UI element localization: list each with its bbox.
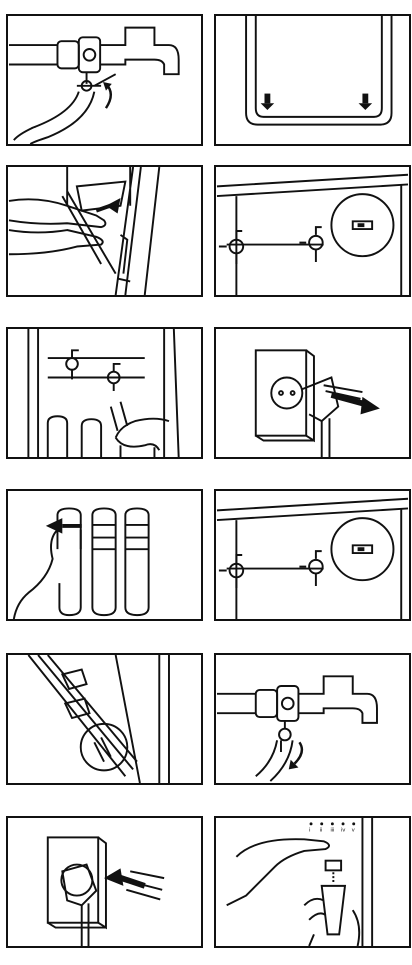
dispenser-label-5: v [352, 828, 355, 834]
dispenser-label-1: i [309, 828, 310, 834]
step-7-panel [6, 489, 203, 621]
plug-in-icon [8, 818, 201, 946]
cover-latch-icon [8, 655, 201, 783]
dispenser-label-4: iv [341, 828, 345, 834]
step-8-panel [214, 489, 411, 621]
step-12-panel: i ii iii iv v [214, 816, 411, 948]
remove-filter-icon [8, 329, 201, 457]
tap-valve-close-icon [8, 16, 201, 144]
step-2-panel [214, 14, 411, 146]
tap-valve-open-icon [216, 655, 409, 783]
dispense-water-icon: i ii iii iv v [216, 818, 409, 946]
dispenser-label-2: ii [320, 828, 323, 834]
valve-panel-icon [216, 167, 409, 295]
step-3-panel [6, 165, 203, 297]
step-1-panel [6, 14, 203, 146]
step-11-panel [6, 816, 203, 948]
step-6-panel [214, 327, 411, 459]
replace-filter-icon [8, 491, 201, 619]
dispenser-label-3: iii [330, 828, 334, 834]
unplug-icon [216, 329, 409, 457]
valve-panel-icon [216, 491, 409, 619]
step-4-panel [214, 165, 411, 297]
filter-cover-icon [216, 16, 409, 144]
step-5-panel [6, 327, 203, 459]
step-10-panel [214, 653, 411, 785]
step-9-panel [6, 653, 203, 785]
remove-cover-icon [8, 167, 201, 295]
